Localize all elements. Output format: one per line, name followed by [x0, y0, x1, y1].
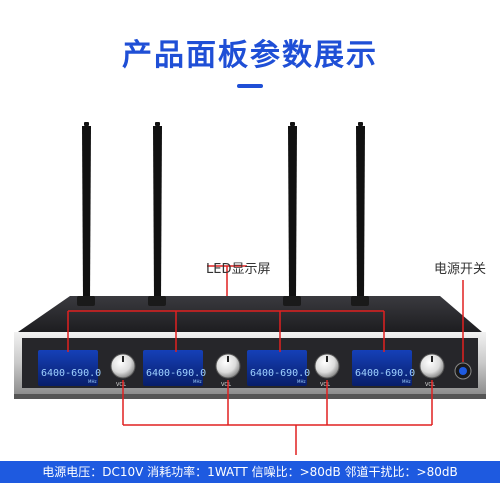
antennas — [82, 122, 365, 300]
lcd-frequency-1: 6400-690.0 — [41, 368, 101, 379]
lcd-frequency-3: 6400-690.0 — [250, 368, 310, 379]
lcd-screen-3 — [247, 350, 307, 386]
volume-label-1: VOL — [116, 382, 126, 388]
led-callout-lines — [67, 265, 385, 352]
volume-label-2: VOL — [221, 382, 231, 388]
lcd-unit-1: MHz — [88, 379, 97, 384]
lcd-screen-2 — [143, 350, 203, 386]
knob-callout-lines — [122, 380, 433, 455]
spec-bar: 电源电压：DC10V 消耗功率：1WATT 信噪比：>80dB 邻道干扰比：>8… — [0, 461, 500, 483]
lcd-unit-4: MHz — [402, 379, 411, 384]
title-underline — [237, 84, 263, 88]
lcd-screen-4 — [352, 350, 412, 386]
lcd-unit-3: MHz — [297, 379, 306, 384]
volume-label-4: VOL — [425, 382, 435, 388]
power-icon — [459, 367, 467, 375]
led-display-label: LED显示屏 — [206, 262, 271, 277]
volume-label-3: VOL — [320, 382, 330, 388]
lcd-frequency-2: 6400-690.0 — [146, 368, 206, 379]
page-title: 产品面板参数展示 — [122, 38, 378, 73]
volume-knob-1[interactable] — [110, 353, 136, 379]
volume-knobs — [110, 353, 445, 379]
lcd-frequency-4: 6400-690.0 — [355, 368, 415, 379]
lcd-unit-2: MHz — [193, 379, 202, 384]
power-switch-label: 电源开关 — [434, 262, 487, 277]
volume-knob-3[interactable] — [314, 353, 340, 379]
lcd-screen-1 — [38, 350, 98, 386]
volume-knob-2[interactable] — [215, 353, 241, 379]
volume-knob-4[interactable] — [419, 353, 445, 379]
